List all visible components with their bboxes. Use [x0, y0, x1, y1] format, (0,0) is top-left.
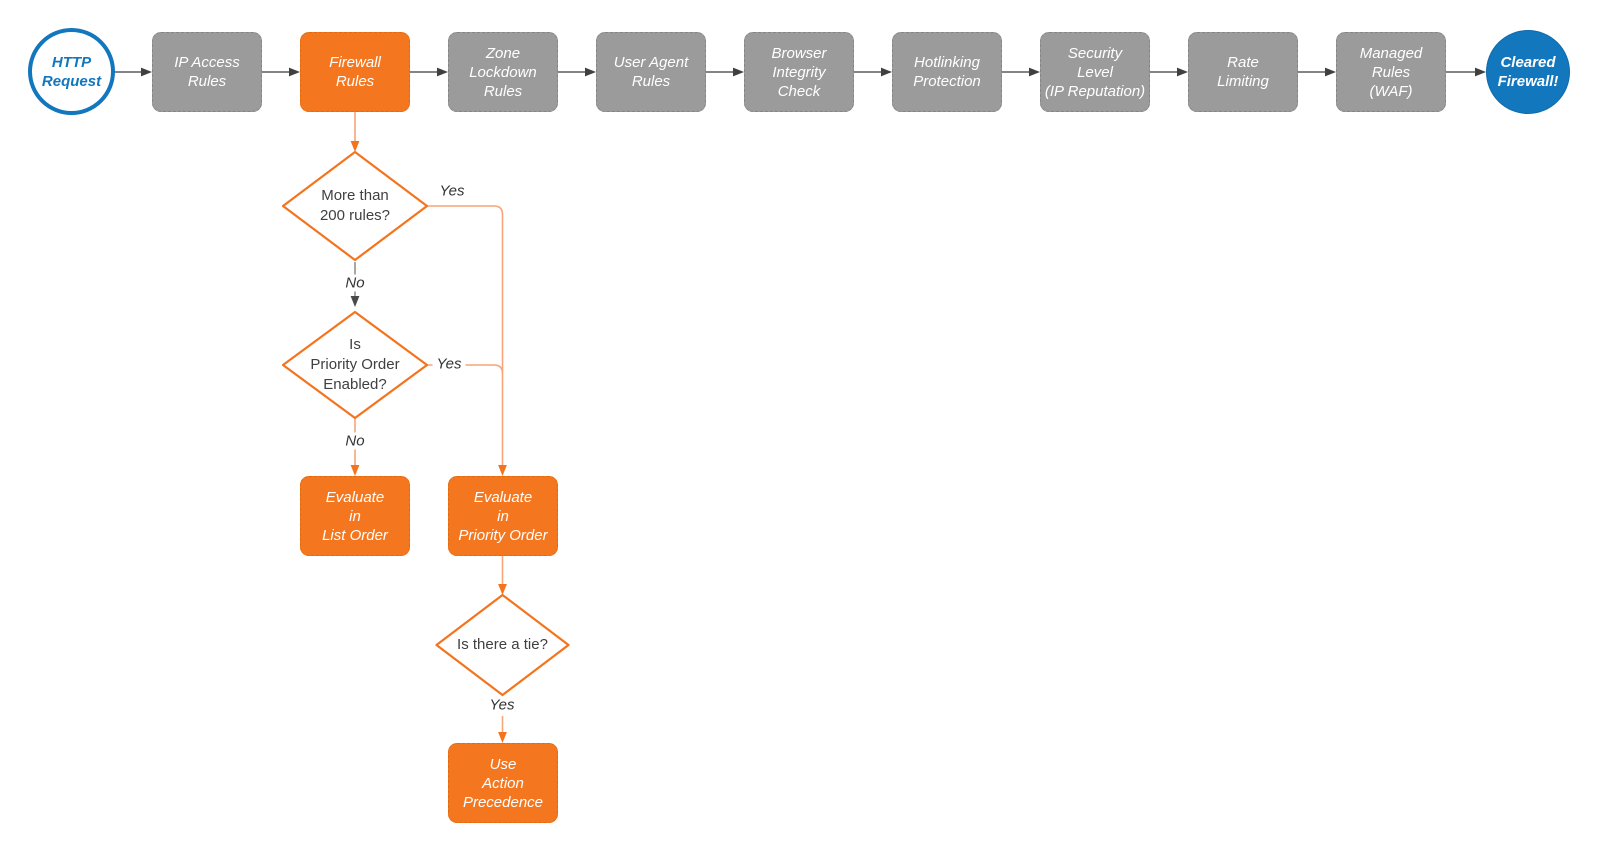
stage-user-agent-rules: User Agent Rules — [596, 32, 706, 112]
stage-hotlinking-protection: Hotlinking Protection — [892, 32, 1002, 112]
end-node-label: Cleared Firewall! — [1497, 54, 1559, 90]
stage-label: IP Access Rules — [174, 54, 240, 90]
decision-text-priority-order-enabled: Is Priority Order Enabled? — [310, 336, 400, 393]
stage-browser-integrity-check: Browser Integrity Check — [744, 32, 854, 112]
action-label: Use Action Precedence — [462, 755, 544, 811]
stage-label: Security Level (IP Reputation) — [1044, 44, 1146, 100]
stage-label: Rate Limiting — [1217, 54, 1269, 90]
decision-diamond-more-than-200-rules — [281, 150, 429, 262]
action-label: Evaluate in List Order — [322, 488, 388, 544]
decision-text-more-than-200-rules: More than 200 rules? — [319, 187, 391, 224]
branch-label-d2-no: No — [341, 432, 369, 450]
branch-label-d1-yes: Yes — [439, 182, 465, 200]
branch-label-d2-yes: Yes — [432, 355, 466, 373]
decision-diamond-priority-order-enabled — [281, 310, 429, 420]
stage-rate-limiting: Rate Limiting — [1188, 32, 1298, 112]
action-label: Evaluate in Priority Order — [458, 488, 548, 544]
branch-label-d1-no: No — [341, 274, 369, 292]
stage-label: Hotlinking Protection — [913, 54, 981, 90]
stage-ip-access-rules: IP Access Rules — [152, 32, 262, 112]
branch-label-d3-yes: Yes — [489, 696, 515, 714]
start-node-label: HTTP Request — [41, 53, 102, 90]
stage-label: User Agent Rules — [613, 54, 689, 90]
stage-label: Managed Rules (WAF) — [1359, 44, 1423, 100]
stage-security-level: Security Level (IP Reputation) — [1040, 32, 1150, 112]
end-node-cleared-firewall: Cleared Firewall! — [1486, 30, 1570, 114]
stage-label: Browser Integrity Check — [771, 44, 827, 100]
stage-label: Firewall Rules — [329, 54, 381, 90]
action-evaluate-in-priority-order: Evaluate in Priority Order — [448, 476, 558, 556]
action-use-action-precedence: Use Action Precedence — [448, 743, 558, 823]
d1-no-arrowhead — [350, 296, 360, 307]
stage-zone-lockdown-rules: Zone Lockdown Rules — [448, 32, 558, 112]
start-node-http-request: HTTP Request — [28, 28, 115, 115]
decision-text-is-there-a-tie: Is there a tie? — [457, 636, 548, 653]
stage-firewall-rules: Firewall Rules — [300, 32, 410, 112]
decision-diamond-is-there-a-tie — [435, 593, 570, 697]
action-evaluate-in-list-order: Evaluate in List Order — [300, 476, 410, 556]
stage-label: Zone Lockdown Rules — [469, 44, 537, 100]
stage-managed-rules-waf: Managed Rules (WAF) — [1336, 32, 1446, 112]
